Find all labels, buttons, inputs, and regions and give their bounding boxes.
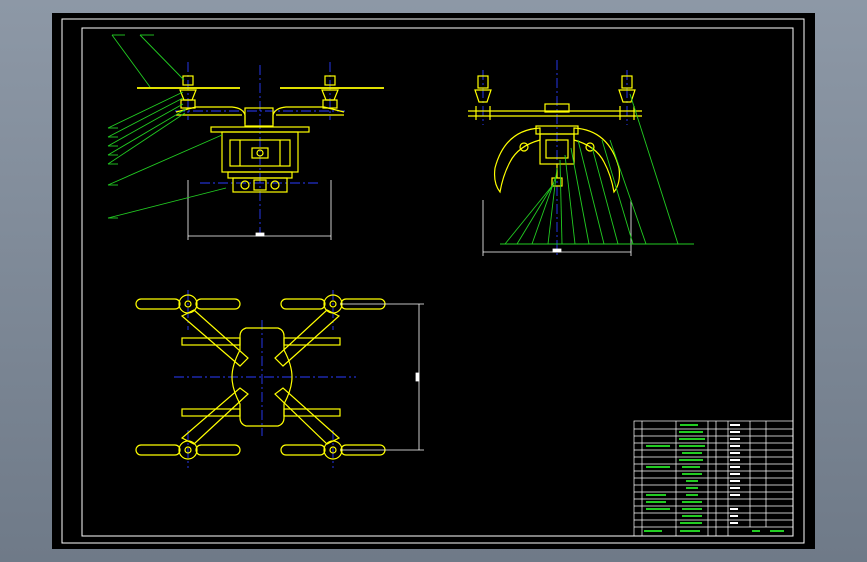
parts-table-side-marks [730, 424, 740, 524]
side-view [468, 60, 642, 255]
top-dimension [340, 303, 424, 451]
inner-border [81, 27, 794, 537]
cad-viewport[interactable] [52, 13, 815, 549]
outer-border [61, 18, 805, 544]
front-leaders [107, 34, 227, 219]
parts-table [633, 420, 794, 537]
side-leaders [500, 93, 694, 245]
top-view [135, 290, 386, 468]
parts-table-entries [644, 424, 784, 532]
side-dimension [482, 200, 632, 256]
front-dimension [187, 180, 332, 240]
front-view [137, 62, 384, 235]
cad-drawing [61, 18, 805, 544]
